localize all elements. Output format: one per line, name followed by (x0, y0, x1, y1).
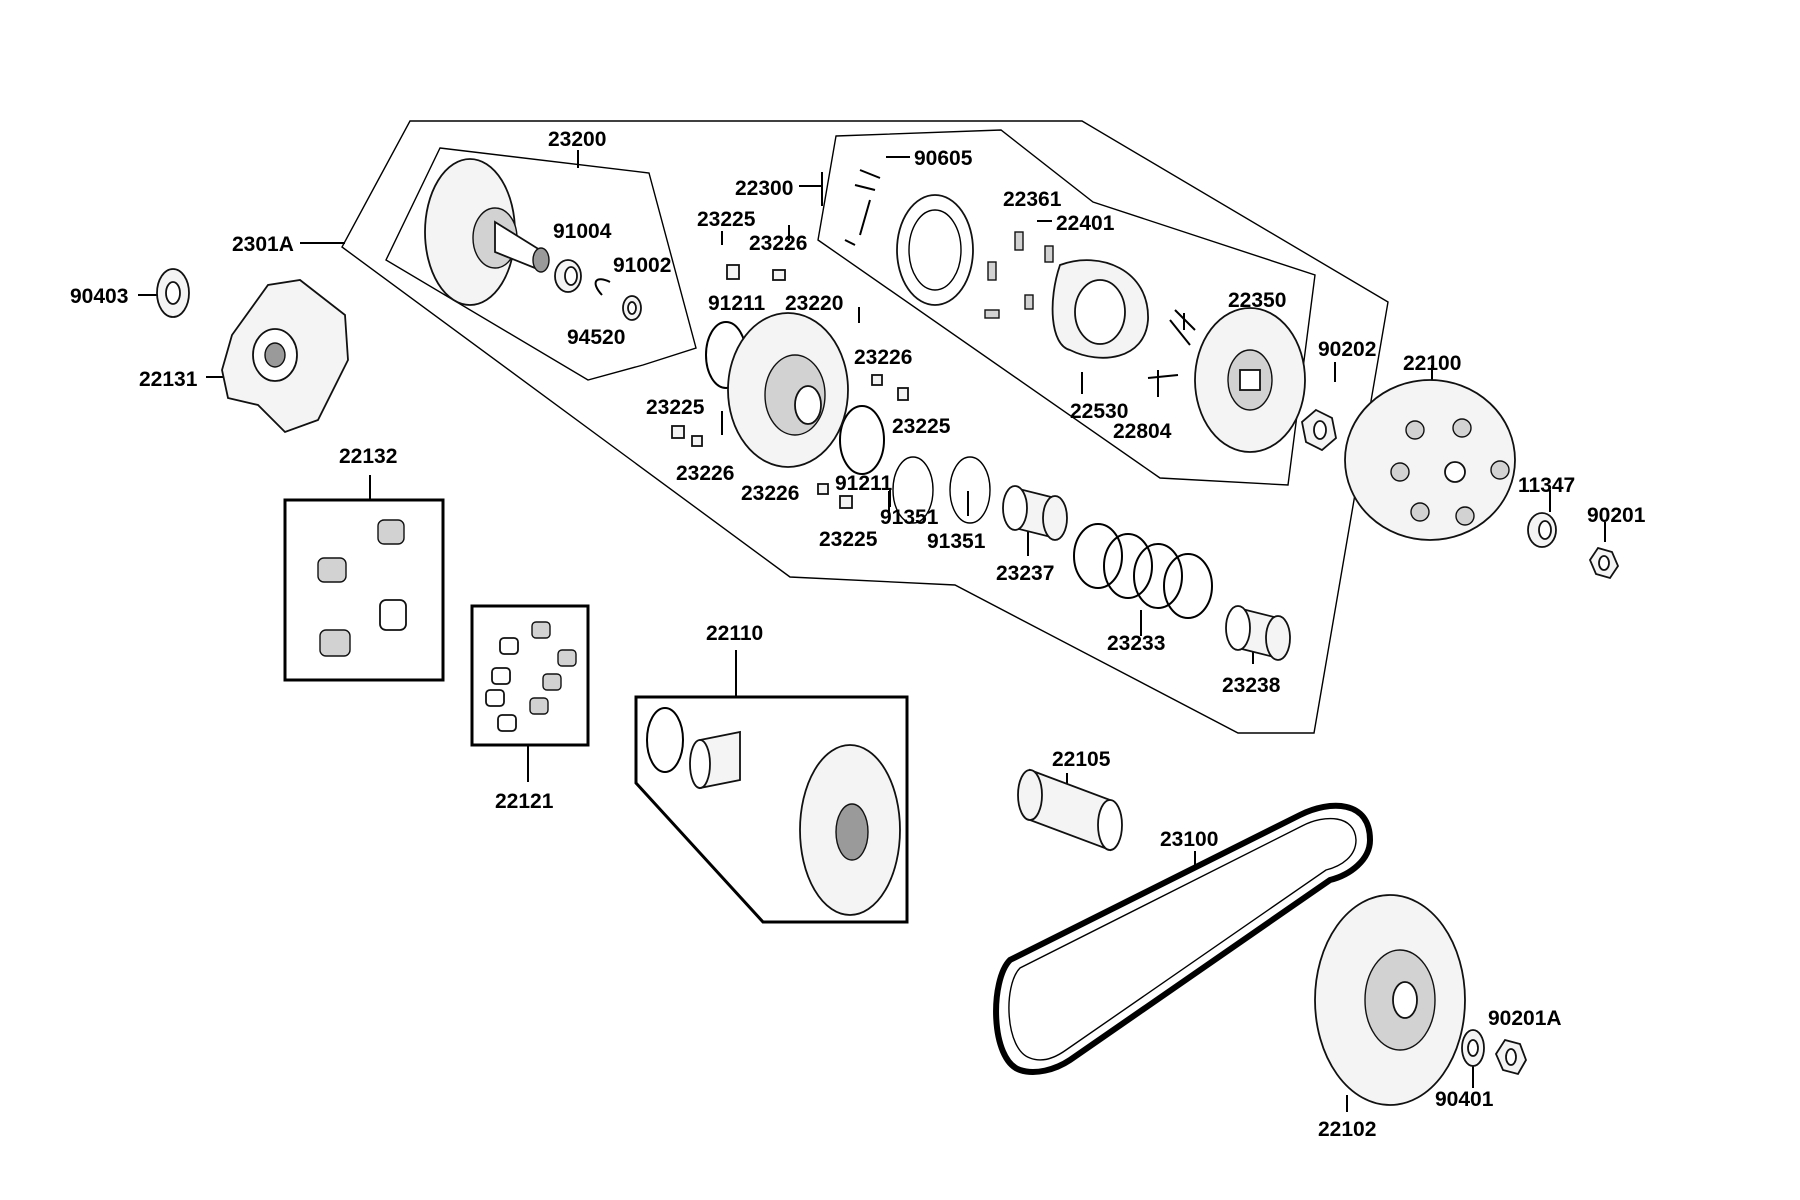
label-23226b: 23226 (854, 346, 912, 369)
nut-90201A (1494, 1038, 1527, 1076)
label-22102: 22102 (1318, 1118, 1376, 1141)
label-23220: 23220 (785, 292, 843, 315)
label-22361: 22361 (1003, 188, 1062, 211)
label-91211b: 91211 (835, 472, 893, 495)
o-ring-91351-a (892, 456, 934, 524)
label-23226a: 23226 (749, 232, 807, 255)
clip-94520 (594, 278, 611, 296)
seal-91002 (622, 295, 642, 321)
label-22121: 22121 (495, 790, 554, 813)
driven-pulley-assembly-outline (341, 120, 1389, 734)
label-22105: 22105 (1052, 748, 1111, 771)
label-91002: 91002 (613, 254, 671, 277)
label-22350: 22350 (1228, 289, 1286, 312)
movable-drive-face-22110 (646, 707, 901, 916)
collar-23238 (1225, 605, 1291, 661)
box-22121 (470, 604, 590, 747)
box-22132 (283, 498, 445, 682)
label-22132: 22132 (339, 445, 397, 468)
pins-22804 (1147, 309, 1196, 379)
label-94520: 94520 (567, 326, 625, 349)
label-91211a: 91211 (708, 292, 766, 315)
drive-belt-23100 (993, 802, 1374, 1075)
label-22131: 22131 (139, 368, 198, 391)
part-labels: 23200 91004 91002 94520 2301A 90403 2213… (70, 128, 1646, 1141)
label-90202: 90202 (1318, 338, 1376, 361)
o-ring-91351-b (949, 456, 991, 524)
label-22300: 22300 (735, 177, 793, 200)
rollers-22121 (485, 621, 577, 732)
clips-90605 (844, 169, 881, 246)
spring-23233 (1073, 523, 1213, 619)
label-23226d: 23226 (741, 482, 799, 505)
label-23100: 23100 (1160, 828, 1218, 851)
label-90403: 90403 (70, 285, 128, 308)
washer-90403 (156, 268, 190, 318)
collar-22105 (1017, 768, 1123, 852)
label-23237: 23237 (996, 562, 1054, 585)
nut-90202 (1301, 408, 1337, 452)
fan-22102 (1314, 894, 1466, 1106)
label-11347: 11347 (1518, 474, 1575, 497)
guides-22132 (317, 519, 407, 657)
label-22530: 22530 (1070, 400, 1128, 423)
label-23238: 23238 (1222, 674, 1281, 697)
o-ring-91211-b (839, 405, 885, 475)
collar-23237 (1002, 485, 1068, 541)
clutch-outer-22100 (1344, 379, 1516, 541)
label-90201A: 90201A (1488, 1007, 1562, 1030)
box-22110 (634, 695, 909, 924)
bearing-11347 (1527, 512, 1557, 548)
pins-23225-23226 (671, 264, 909, 509)
label-22401: 22401 (1056, 212, 1115, 235)
clutch-shoes-22530 (1051, 259, 1149, 359)
sheave-23200 (424, 158, 550, 306)
label-23200: 23200 (548, 128, 606, 151)
drive-belt-inner (1008, 817, 1357, 1061)
label-90605: 90605 (914, 147, 973, 170)
label-90201: 90201 (1587, 504, 1646, 527)
sub-assembly-23200-outline (385, 147, 697, 381)
leader-lines (138, 150, 1606, 1112)
label-91004: 91004 (553, 220, 612, 243)
clutch-plate-22350 (1194, 307, 1306, 453)
label-22100: 22100 (1403, 352, 1461, 375)
label-22110: 22110 (706, 622, 763, 645)
bearing-91004 (554, 259, 582, 293)
sliding-sheave-23220 (727, 312, 849, 468)
nut-90201 (1588, 546, 1620, 580)
label-23233: 23233 (1107, 632, 1165, 655)
label-23225a: 23225 (697, 208, 756, 231)
springs-22401 (984, 231, 1054, 319)
label-22804: 22804 (1113, 420, 1172, 443)
ramp-plate-22131 (221, 279, 349, 434)
label-23225d: 23225 (819, 528, 878, 551)
label-90401: 90401 (1435, 1088, 1494, 1111)
label-2301A: 2301A (232, 233, 294, 256)
washer-90401 (1461, 1029, 1485, 1067)
label-91351a: 91351 (880, 506, 939, 529)
label-91351b: 91351 (927, 530, 986, 553)
label-23226c: 23226 (676, 462, 734, 485)
label-23225b: 23225 (646, 396, 705, 419)
label-23225c: 23225 (892, 415, 951, 438)
plate-22361 (896, 194, 974, 306)
